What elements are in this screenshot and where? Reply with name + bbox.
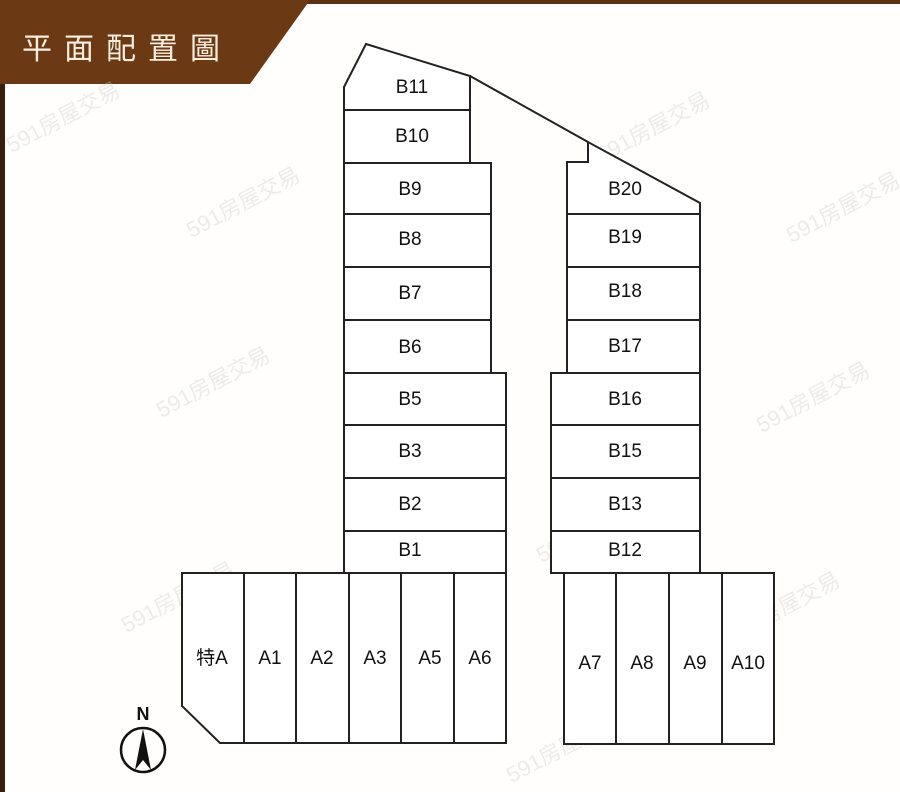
north-label: N bbox=[137, 704, 150, 724]
lot-label: B19 bbox=[608, 227, 642, 248]
lot-B19[interactable]: B19 bbox=[566, 213, 701, 268]
lot-A7[interactable]: A7 bbox=[563, 572, 617, 745]
lot-label: B5 bbox=[398, 389, 421, 410]
lot-B5[interactable]: B5 bbox=[343, 372, 507, 426]
lot-A8[interactable]: A8 bbox=[615, 572, 670, 745]
lot-label: 特A bbox=[196, 647, 228, 669]
lot-label: A6 bbox=[468, 648, 491, 669]
lot-label: B9 bbox=[398, 179, 421, 200]
lot-label: A3 bbox=[363, 648, 386, 669]
lot-label: B10 bbox=[395, 126, 429, 147]
lot-label: A5 bbox=[418, 648, 441, 669]
lot-label: B7 bbox=[398, 283, 421, 304]
lot-B18[interactable]: B18 bbox=[566, 266, 701, 321]
lot-label: A9 bbox=[683, 653, 706, 674]
lot-label: B3 bbox=[398, 441, 421, 462]
lot-B13[interactable]: B13 bbox=[550, 477, 701, 532]
lot-label: A8 bbox=[630, 653, 653, 674]
north-arrow-icon bbox=[119, 726, 167, 774]
lot-label: A2 bbox=[310, 648, 333, 669]
lot-B16[interactable]: B16 bbox=[550, 372, 701, 426]
lot-B12[interactable]: B12 bbox=[550, 530, 701, 574]
lot-label: A7 bbox=[578, 653, 601, 674]
lot-label: B8 bbox=[398, 229, 421, 250]
lot-A2[interactable]: A2 bbox=[295, 572, 350, 744]
lot-B17[interactable]: B17 bbox=[566, 319, 701, 374]
lot-label: B2 bbox=[398, 494, 421, 515]
lot-B1[interactable]: B1 bbox=[343, 530, 507, 574]
lot-B2[interactable]: B2 bbox=[343, 477, 507, 532]
lot-label: B18 bbox=[608, 281, 642, 302]
lot-A6[interactable]: A6 bbox=[453, 572, 507, 744]
left-border bbox=[0, 0, 5, 792]
lot-B3[interactable]: B3 bbox=[343, 424, 507, 479]
lot-B8[interactable]: B8 bbox=[343, 213, 492, 268]
lot-label: A10 bbox=[731, 653, 765, 674]
north-compass: N bbox=[119, 704, 167, 774]
lot-A10[interactable]: A10 bbox=[721, 572, 775, 745]
lot-label: B12 bbox=[608, 540, 642, 561]
lot-label: B1 bbox=[398, 540, 421, 561]
lot-B15[interactable]: B15 bbox=[550, 424, 701, 479]
lot-label: B13 bbox=[608, 494, 642, 515]
lot-A5[interactable]: A5 bbox=[400, 572, 455, 744]
lot-B9[interactable]: B9 bbox=[343, 162, 492, 215]
lot-B11[interactable]: B11 bbox=[343, 42, 471, 111]
boundary-line bbox=[469, 75, 589, 143]
lot-A9[interactable]: A9 bbox=[668, 572, 723, 745]
lot-A3[interactable]: A3 bbox=[348, 572, 402, 744]
lot-label: B15 bbox=[608, 441, 642, 462]
lot-label: B20 bbox=[608, 179, 642, 200]
lot-label: B16 bbox=[608, 389, 642, 410]
lot-B7[interactable]: B7 bbox=[343, 266, 492, 321]
page-title: 平面配置圖 bbox=[22, 32, 232, 67]
lot-B10[interactable]: B10 bbox=[343, 109, 471, 164]
lot-label: B17 bbox=[608, 336, 642, 357]
top-border bbox=[0, 0, 900, 4]
header-banner bbox=[0, 0, 310, 84]
lot-label: A1 bbox=[258, 648, 281, 669]
lot-B20[interactable]: B20 bbox=[566, 140, 701, 215]
lot-label: B11 bbox=[396, 77, 428, 98]
lot-label: B6 bbox=[398, 337, 421, 358]
lot-B6[interactable]: B6 bbox=[343, 319, 492, 374]
lot-A1[interactable]: A1 bbox=[243, 572, 297, 744]
lot-special-A[interactable]: 特A bbox=[181, 572, 245, 744]
